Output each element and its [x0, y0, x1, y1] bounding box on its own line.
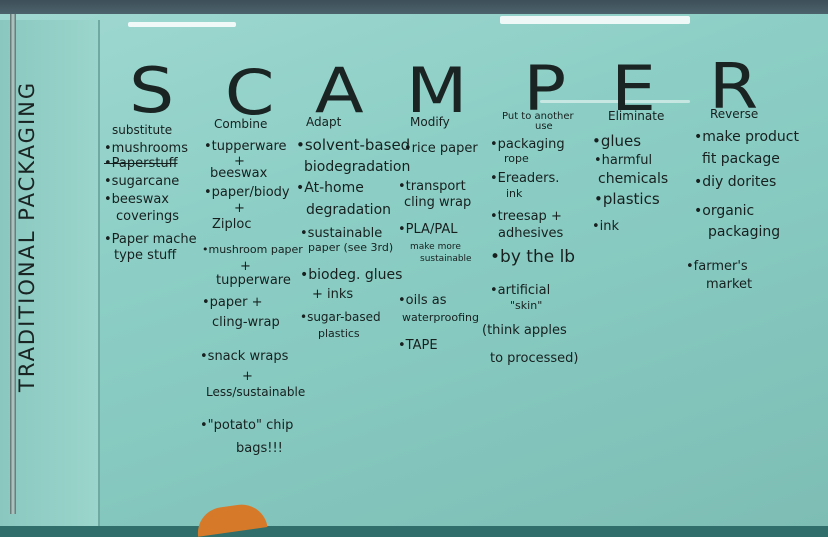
list-item: ink — [506, 187, 523, 200]
list-item: •transport — [398, 179, 466, 194]
list-item: •packaging — [490, 137, 565, 152]
heading-substitute: substitute — [112, 123, 173, 137]
list-item: fit package — [702, 151, 780, 167]
letter-r: R — [708, 50, 759, 123]
list-item: •artificial — [490, 283, 551, 298]
list-item: cling-wrap — [212, 315, 280, 330]
heading-reverse: Reverse — [710, 107, 759, 121]
list-item: •snack wraps — [200, 349, 289, 364]
list-item: packaging — [708, 224, 781, 240]
board-frame-edge — [10, 14, 16, 514]
vertical-label: TRADITIONAL PACKAGING — [15, 80, 39, 392]
list-item: •Paper mache — [104, 232, 197, 247]
list-item: + — [240, 259, 251, 274]
list-item: market — [706, 277, 753, 292]
heading-put-to-another-use: Put to another — [502, 111, 574, 122]
list-item: •mushroom paper — [202, 243, 303, 256]
list-item: •sustainable — [300, 226, 383, 241]
list-item: paper (see 3rd) — [308, 241, 394, 254]
list-item: •ink — [592, 219, 620, 234]
list-item: sustainable — [420, 254, 472, 264]
list-item: •PLA/PAL — [398, 222, 458, 237]
list-item: •solvent-based — [296, 136, 411, 154]
list-item: •make product — [694, 129, 799, 145]
list-item: + — [234, 201, 245, 216]
list-item: waterproofing — [402, 311, 479, 324]
list-item: •farmer's — [686, 259, 748, 274]
list-item: to processed) — [490, 351, 579, 366]
letter-e: E — [611, 52, 657, 125]
list-item: Less/sustainable — [206, 385, 306, 399]
letter-m: M — [405, 54, 468, 127]
list-item: degradation — [306, 202, 392, 218]
list-item: •plastics — [594, 190, 660, 208]
list-item: "skin" — [510, 299, 543, 312]
list-item: •oils as — [398, 293, 447, 308]
list-item: •"potato" chip — [200, 418, 294, 433]
list-item: •tupperware — [204, 139, 287, 154]
heading-adapt: Adapt — [306, 115, 342, 129]
light-glare-3 — [540, 100, 690, 103]
heading-modify: Modify — [410, 115, 450, 129]
list-item: •beeswax — [104, 192, 169, 207]
list-item: •by the lb — [490, 247, 576, 267]
list-item: chemicals — [598, 171, 669, 187]
whiteboard — [0, 14, 828, 526]
list-item: •diy dorites — [694, 174, 777, 190]
list-item: tupperware — [216, 273, 291, 288]
list-item: + inks — [312, 287, 354, 302]
list-item: •TAPE — [398, 338, 438, 353]
light-glare-2 — [500, 16, 690, 24]
list-item: cling wrap — [404, 195, 472, 210]
list-item: bags!!! — [236, 441, 283, 456]
list-item: •mushrooms — [104, 141, 188, 156]
list-item: •rice paper — [404, 141, 478, 156]
letter-a: A — [314, 54, 364, 127]
list-item: •paper/biody — [204, 185, 290, 200]
list-item: •sugarcane — [104, 174, 180, 189]
heading-combine: Combine — [214, 117, 268, 131]
list-item: Ziploc — [212, 217, 252, 232]
list-item: + — [234, 154, 245, 169]
letter-s: S — [129, 54, 175, 127]
left-glass-panel — [0, 20, 100, 526]
heading-eliminate: Eliminate — [608, 109, 665, 123]
list-item: rope — [504, 152, 529, 165]
letter-c: C — [224, 56, 275, 129]
list-item: make more — [410, 242, 461, 252]
light-glare-1 — [128, 22, 236, 27]
list-item: •glues — [592, 132, 642, 150]
list-item: type stuff — [114, 248, 177, 263]
list-item: •paper + — [202, 295, 263, 310]
list-item: biodegradation — [304, 159, 411, 175]
list-item: •sugar-based — [300, 310, 381, 324]
list-item: •harmful — [594, 153, 653, 168]
list-item: coverings — [116, 209, 180, 224]
list-item: adhesives — [498, 226, 564, 241]
list-item: beeswax — [210, 166, 268, 181]
list-item: •Ereaders. — [490, 171, 560, 186]
list-item: plastics — [318, 327, 360, 340]
list-item: (think apples — [482, 323, 567, 338]
letter-p: P — [523, 52, 567, 125]
heading-put-to-another-use-2: use — [535, 121, 553, 132]
list-item: + — [242, 369, 253, 384]
list-item: •organic — [694, 203, 755, 219]
list-item: •biodeg. glues — [300, 267, 403, 283]
list-item: •Paperstuff — [104, 156, 178, 171]
list-item: •treesap + — [490, 209, 562, 224]
list-item: •At-home — [296, 180, 364, 196]
